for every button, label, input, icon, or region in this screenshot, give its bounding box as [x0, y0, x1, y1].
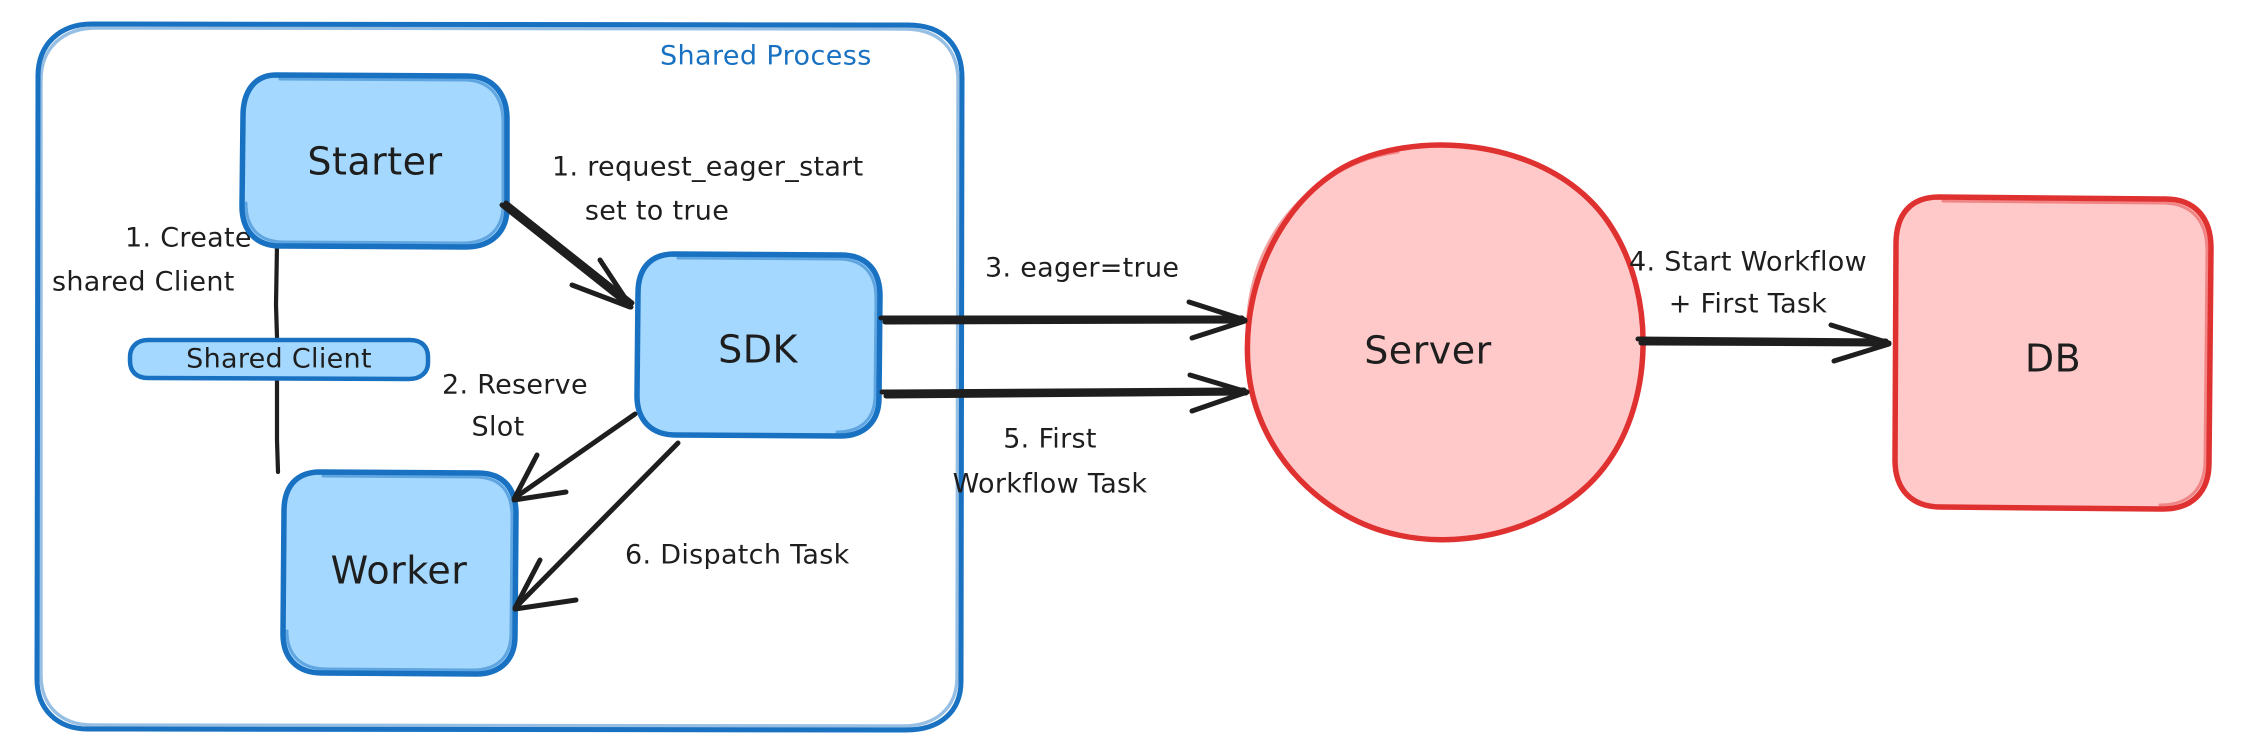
- node-starter[interactable]: Starter: [239, 72, 510, 250]
- edge-first-workflow-task-label-line2: Workflow Task: [953, 469, 1148, 500]
- shared-process-group[interactable]: Shared Process: [34, 21, 965, 733]
- node-shared-client[interactable]: Shared Client: [127, 337, 431, 382]
- edge-eager-true[interactable]: 3. eager=true: [878, 253, 1248, 341]
- node-server-label: Server: [1364, 329, 1492, 373]
- edge-dispatch-task[interactable]: 6. Dispatch Task: [512, 440, 850, 612]
- edge-first-workflow-task-label-line1: 5. First: [1003, 424, 1097, 455]
- edge-first-workflow-task[interactable]: 5. First Workflow Task: [879, 372, 1250, 500]
- node-db[interactable]: DB: [1892, 194, 2214, 512]
- node-shared-client-label: Shared Client: [186, 344, 372, 375]
- edge-request-eager-start[interactable]: 1. request_eager_start set to true: [499, 152, 863, 310]
- edge-start-workflow-label-line1: 4. Start Workflow: [1629, 247, 1867, 278]
- edge-create-shared-client-label-line1: 1. Create: [125, 223, 252, 254]
- edge-start-workflow[interactable]: 4. Start Workflow + First Task: [1629, 247, 1892, 364]
- edge-request-eager-start-label-line2: set to true: [585, 196, 729, 227]
- edge-start-workflow-label-line2: + First Task: [1669, 289, 1828, 320]
- edge-request-eager-start-label-line1: 1. request_eager_start: [552, 152, 863, 183]
- node-db-label: DB: [2025, 337, 2081, 381]
- edge-create-shared-client-label-line2: shared Client: [52, 267, 235, 298]
- node-sdk-label: SDK: [718, 328, 798, 372]
- node-worker[interactable]: Worker: [280, 469, 519, 677]
- node-worker-label: Worker: [331, 549, 468, 593]
- edge-reserve-slot-label-line1: 2. Reserve: [442, 370, 588, 401]
- node-starter-label: Starter: [307, 140, 442, 184]
- edge-eager-true-label: 3. eager=true: [985, 253, 1179, 284]
- edge-reserve-slot-label-line2: Slot: [472, 412, 525, 443]
- edge-dispatch-task-label: 6. Dispatch Task: [625, 540, 850, 571]
- node-server[interactable]: Server: [1244, 142, 1646, 543]
- edge-reserve-slot[interactable]: 2. Reserve Slot: [442, 370, 638, 503]
- edge-create-shared-client[interactable]: 1. Create shared Client: [52, 223, 281, 475]
- shared-process-label: Shared Process: [660, 41, 872, 72]
- node-sdk[interactable]: SDK: [634, 251, 883, 439]
